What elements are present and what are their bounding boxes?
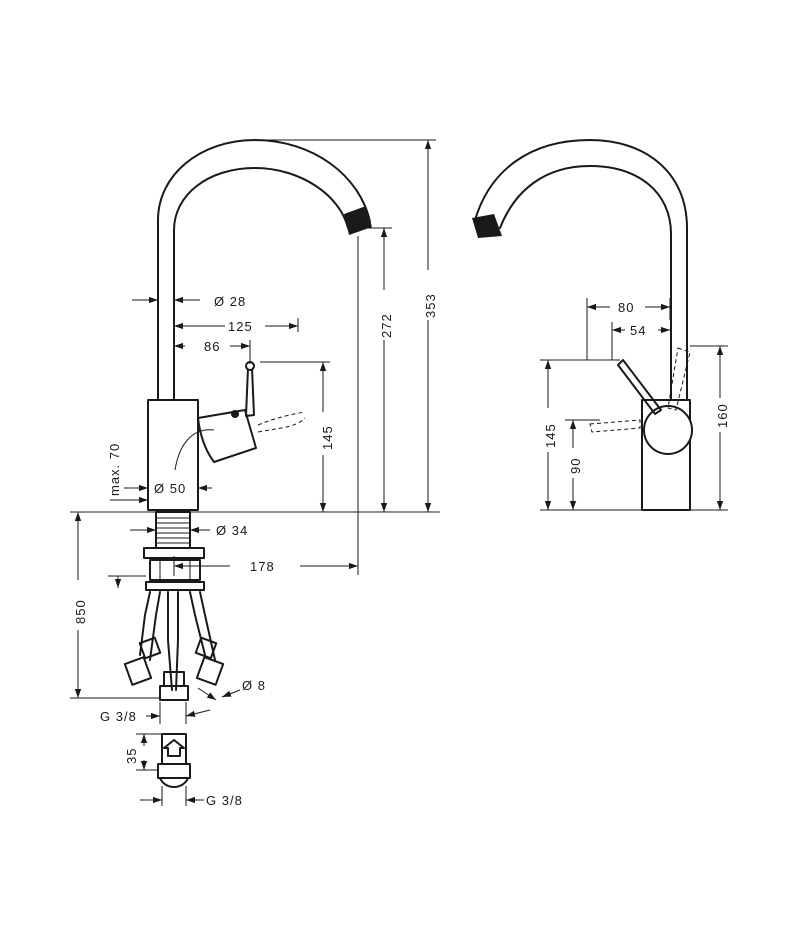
dim-mount-marker: [108, 575, 146, 588]
dim-spout-272: [368, 227, 392, 512]
front-spout-inner: [173, 167, 349, 401]
label-max-70: max. 70: [107, 443, 122, 496]
front-faucet-body: [147, 399, 199, 511]
side-lever-hub: [643, 405, 693, 455]
front-mount-washer: [145, 581, 205, 591]
dim-dia-spout: [132, 290, 200, 400]
label-dia-spout: Ø 28: [214, 294, 246, 309]
dim-thread-hose: [146, 702, 211, 724]
front-shank-threads: [156, 517, 190, 544]
dim-side-160: [690, 345, 728, 511]
label-adapter-35: 35: [124, 748, 139, 764]
label-side-54: 54: [630, 323, 646, 338]
front-spout-outer: [157, 139, 371, 401]
front-lever-hidden: [174, 429, 215, 471]
label-lever-145: 145: [320, 425, 335, 450]
label-hose-850: 850: [73, 599, 88, 624]
dim-adapter-35: [136, 733, 162, 771]
label-side-90: 90: [568, 458, 583, 474]
side-spout-outer: [474, 139, 688, 401]
dim-side-145: [540, 359, 645, 511]
dim-reach-178: [173, 236, 359, 576]
label-side-145: 145: [543, 423, 558, 448]
label-side-80: 80: [618, 300, 634, 315]
front-adapter-base: [157, 763, 191, 779]
side-lever-alt2: [589, 419, 641, 433]
side-lever-alt: [667, 347, 691, 411]
dim-reach-86: [174, 340, 251, 364]
side-spout-tip: [472, 214, 502, 238]
front-adapter-bottom: [159, 777, 189, 788]
label-reach-86: 86: [204, 339, 220, 354]
front-lever-alt2: [257, 417, 306, 433]
dim-hose-850: [70, 512, 160, 699]
label-reach-178: 178: [250, 559, 275, 574]
side-spout-inner: [499, 165, 672, 401]
front-lever: [245, 367, 255, 417]
dim-dia-hose: [197, 687, 241, 701]
label-dia-hose: Ø 8: [242, 678, 266, 693]
dim-reach-125: [173, 318, 299, 400]
dim-height-353: [260, 139, 436, 512]
label-reach-125: 125: [228, 319, 253, 334]
label-thread-hose: G 3/8: [100, 709, 137, 724]
side-lever: [617, 359, 662, 415]
front-view: Ø 28 125 86 max. 70 Ø 50: [70, 139, 440, 808]
front-lever-alt: [257, 411, 306, 426]
label-dia-body: Ø 50: [154, 481, 186, 496]
dim-thread-adapter: [140, 786, 204, 806]
dim-side-90: [565, 419, 600, 510]
label-thread-adapter: G 3/8: [206, 793, 243, 808]
label-dia-shank: Ø 34: [216, 523, 248, 538]
dim-side-54: [611, 322, 670, 360]
label-side-160: 160: [715, 403, 730, 428]
dim-side-80: [586, 298, 671, 360]
side-view: 80 54 145 90 160: [472, 139, 730, 511]
side-faucet-body: [641, 399, 691, 511]
dim-lever-145: [260, 361, 330, 512]
front-mount-nut: [149, 559, 201, 581]
label-spout-272: 272: [379, 313, 394, 338]
front-lever-housing: [197, 409, 257, 463]
label-height-353: 353: [423, 293, 438, 318]
front-spout-tip: [344, 206, 372, 235]
front-lever-pivot: [231, 410, 239, 418]
front-adapter-arrow: [163, 739, 185, 757]
front-hoses: [123, 591, 225, 701]
